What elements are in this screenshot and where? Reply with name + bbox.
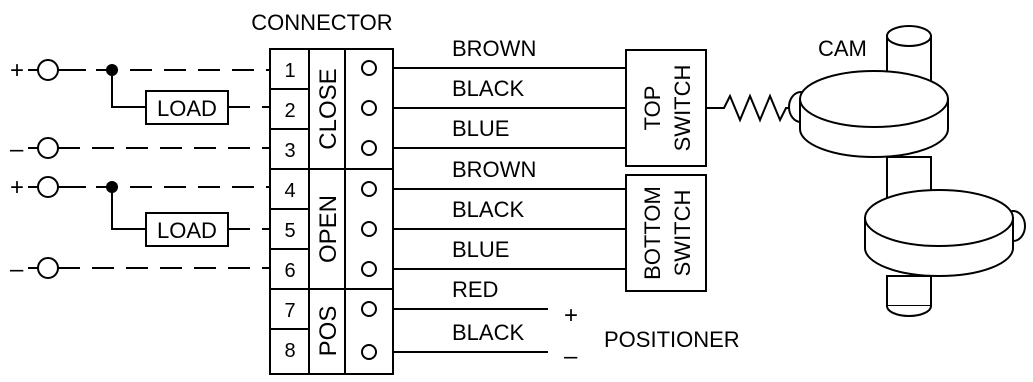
wire-label-8: BLACK	[452, 320, 524, 345]
wire-label-6: BLUE	[452, 237, 509, 262]
terminal-number-5: 5	[284, 220, 295, 242]
terminal-circle-1	[37, 59, 59, 81]
connector-block	[269, 48, 394, 375]
bottom-switch-label-2: SWITCH	[670, 190, 695, 277]
screw-circle-7	[361, 301, 377, 317]
bottom-switch-label-1: BOTTOM	[640, 186, 665, 280]
screw-circle-8	[361, 344, 377, 360]
terminal-circle-4	[37, 176, 59, 198]
cam-assembly	[788, 25, 1026, 317]
positioner-plus: +	[564, 302, 578, 329]
screw-circle-3	[361, 140, 377, 156]
screw-circle-2	[361, 100, 377, 116]
wire-label-1: BROWN	[452, 36, 536, 61]
positioner-label: POSITIONER	[604, 327, 740, 352]
terminal-number-1: 1	[284, 60, 295, 82]
load-label-1: LOAD	[157, 96, 217, 121]
minus-sign-2: –	[10, 256, 24, 283]
plus-sign-2: +	[10, 174, 24, 201]
wire-label-2: BLACK	[452, 76, 524, 101]
branch-wire-2	[111, 187, 146, 230]
terminal-number-6: 6	[284, 260, 295, 282]
terminal-number-4: 4	[284, 180, 295, 202]
wire-label-5: BLACK	[452, 197, 524, 222]
terminal-circle-6	[37, 257, 59, 279]
screw-circle-1	[361, 60, 377, 76]
wire-label-7: RED	[452, 277, 498, 302]
terminal-number-2: 2	[284, 100, 295, 122]
top-switch-label-2: SWITCH	[670, 65, 695, 152]
cam-label: CAM	[818, 36, 867, 61]
terminal-number-8: 8	[284, 340, 295, 362]
terminal-number-3: 3	[284, 140, 295, 162]
group-label-pos: POS	[315, 306, 342, 357]
screw-circle-4	[361, 181, 377, 197]
terminal-number-7: 7	[284, 300, 295, 322]
load-label-2: LOAD	[157, 218, 217, 243]
group-label-close: CLOSE	[315, 68, 342, 149]
plus-sign-1: +	[10, 57, 24, 84]
top-switch-label-1: TOP	[640, 86, 665, 131]
branch-wire-1	[111, 70, 146, 108]
group-label-open: OPEN	[315, 195, 342, 263]
screw-circle-6	[361, 261, 377, 277]
minus-sign-1: –	[10, 136, 24, 163]
wire-label-4: BROWN	[452, 157, 536, 182]
positioner-minus: –	[564, 343, 578, 370]
wire-label-3: BLUE	[452, 116, 509, 141]
spring-icon	[706, 93, 790, 123]
bottom-switch-box	[625, 174, 707, 292]
screw-circle-5	[361, 221, 377, 237]
connector-title: CONNECTOR	[251, 10, 392, 35]
terminal-circle-3	[37, 137, 59, 159]
